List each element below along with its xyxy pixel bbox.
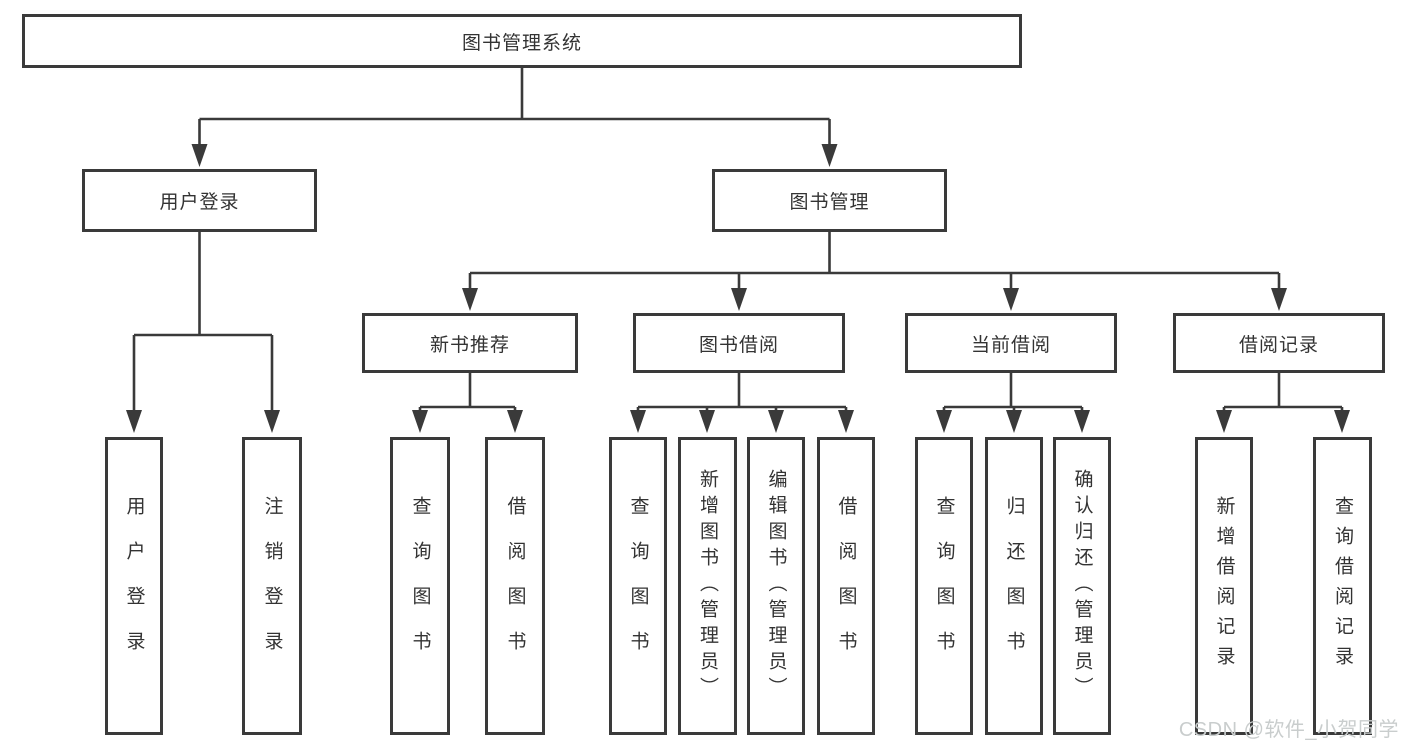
leaf-confirm-return-label: 确认归还（管理员） <box>1071 469 1093 703</box>
leaf-query-borrow-record-label: 查询借阅记录 <box>1332 496 1353 676</box>
leaf-query-books-3-label: 查询图书 <box>933 496 955 676</box>
leaf-query-borrow-record: 查询借阅记录 <box>1313 437 1372 735</box>
node-borrow-records-label: 借阅记录 <box>1238 334 1319 356</box>
leaf-borrow-books-2-label: 借阅图书 <box>835 496 857 676</box>
leaf-query-books-1-label: 查询图书 <box>409 496 431 676</box>
node-current-borrow-label: 当前借阅 <box>970 334 1051 356</box>
csdn-watermark: CSDN @软件_小贺同学 <box>1178 719 1399 741</box>
arrowheads <box>126 144 1350 433</box>
leaf-confirm-return: 确认归还（管理员） <box>1053 437 1111 735</box>
leaf-user-login-label: 用户登录 <box>123 496 145 676</box>
leaf-add-books: 新增图书（管理员） <box>678 437 737 735</box>
node-book-mgmt: 图书管理 <box>712 169 947 232</box>
leaf-logout-label: 注销登录 <box>261 496 283 676</box>
node-user-login-label: 用户登录 <box>159 192 240 213</box>
leaf-borrow-books-2: 借阅图书 <box>817 437 875 735</box>
node-root-label: 图书管理系统 <box>461 32 582 54</box>
node-book-mgmt-label: 图书管理 <box>789 192 870 213</box>
leaf-add-books-label: 新增图书（管理员） <box>697 469 718 703</box>
leaf-return-books: 归还图书 <box>985 437 1043 735</box>
leaf-return-books-label: 归还图书 <box>1003 496 1025 676</box>
leaf-edit-books: 编辑图书（管理员） <box>747 437 805 735</box>
node-user-login: 用户登录 <box>82 169 317 232</box>
leaf-query-books-2-label: 查询图书 <box>627 496 649 676</box>
node-new-book-rec: 新书推荐 <box>362 313 578 373</box>
node-current-borrow: 当前借阅 <box>905 313 1117 373</box>
node-new-book-rec-label: 新书推荐 <box>429 334 510 356</box>
leaf-edit-books-label: 编辑图书（管理员） <box>765 469 787 703</box>
node-book-borrow: 图书借阅 <box>633 313 845 373</box>
leaf-logout: 注销登录 <box>242 437 302 735</box>
node-borrow-records: 借阅记录 <box>1173 313 1385 373</box>
leaf-borrow-books-1: 借阅图书 <box>485 437 545 735</box>
leaf-user-login: 用户登录 <box>105 437 163 735</box>
leaf-add-borrow-record: 新增借阅记录 <box>1195 437 1253 735</box>
node-book-borrow-label: 图书借阅 <box>698 334 779 356</box>
leaf-add-borrow-record-label: 新增借阅记录 <box>1213 496 1235 676</box>
leaf-borrow-books-1-label: 借阅图书 <box>504 496 526 676</box>
leaf-query-books-2: 查询图书 <box>609 437 667 735</box>
node-root: 图书管理系统 <box>22 14 1022 68</box>
leaf-query-books-1: 查询图书 <box>390 437 450 735</box>
leaf-query-books-3: 查询图书 <box>915 437 973 735</box>
